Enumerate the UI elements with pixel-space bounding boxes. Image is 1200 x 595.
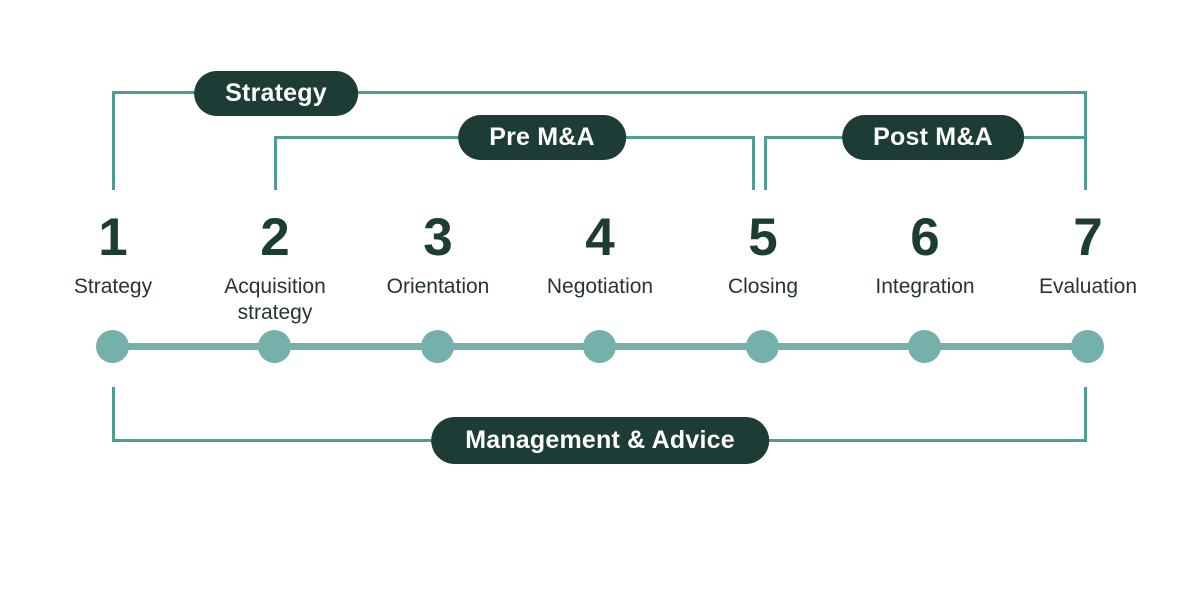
strategy-pill: Strategy (194, 71, 358, 116)
step-6: 6 Integration (843, 209, 1007, 300)
management-bracket-right-line (1084, 387, 1087, 441)
step-number: 4 (585, 208, 615, 267)
timeline-dot-2 (258, 330, 291, 363)
step-number: 5 (748, 208, 778, 267)
timeline-dot-3 (421, 330, 454, 363)
timeline-dot-4 (583, 330, 616, 363)
management-pill: Management & Advice (431, 417, 769, 464)
step-number: 7 (1073, 208, 1103, 267)
pre-ma-bracket-right-line (752, 136, 755, 190)
post-ma-bracket-left-line (764, 136, 767, 190)
strategy-bracket-top-line (112, 91, 1087, 94)
step-number: 2 (260, 208, 290, 267)
step-7: 7 Evaluation (1006, 209, 1170, 300)
step-label: Strategy (73, 275, 153, 298)
management-bracket-left-line (112, 387, 115, 441)
timeline-dot-6 (908, 330, 941, 363)
step-1: 1 Strategy (31, 209, 195, 300)
timeline-dot-1 (96, 330, 129, 363)
step-label: Acquisition strategy (224, 275, 326, 324)
strategy-bracket-right-line (1084, 91, 1087, 190)
step-number: 3 (423, 208, 453, 267)
step-5: 5 Closing (681, 209, 845, 300)
pre-ma-bracket-left-line (274, 136, 277, 190)
step-4: 4 Negotiation (518, 209, 682, 300)
pre-ma-pill: Pre M&A (458, 115, 626, 160)
timeline-dot-5 (746, 330, 779, 363)
step-2: 2 Acquisition strategy (193, 209, 357, 326)
step-label: Integration (875, 275, 975, 298)
timeline-dot-7 (1071, 330, 1104, 363)
strategy-bracket-left-line (112, 91, 115, 190)
step-3: 3 Orientation (356, 209, 520, 300)
step-number: 6 (910, 208, 940, 267)
step-label: Evaluation (1038, 275, 1138, 298)
step-label: Negotiation (546, 275, 654, 298)
step-number: 1 (98, 208, 128, 267)
post-ma-pill: Post M&A (842, 115, 1024, 160)
step-label: Closing (727, 275, 799, 298)
step-label: Orientation (386, 275, 490, 298)
